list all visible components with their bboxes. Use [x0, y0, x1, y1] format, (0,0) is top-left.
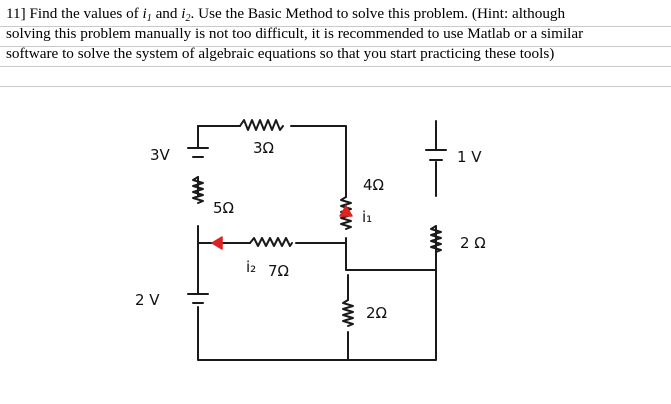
arrow-i2-icon: [211, 236, 223, 250]
circuit-wires: [197, 120, 437, 361]
problem-line-3: software to solve the system of algebrai…: [6, 45, 555, 62]
resistor-7-ohm: [249, 237, 293, 247]
var-letter: i: [181, 5, 186, 22]
resistor-2-ohm-right: [430, 225, 442, 253]
arrow-i1-icon: [339, 205, 353, 217]
divider: [0, 86, 671, 87]
divider: [0, 26, 671, 27]
var-i2: i2: [181, 5, 191, 24]
var-subscript: 2: [185, 13, 191, 24]
resistor-2-ohm-center: [342, 299, 354, 327]
label-r-right: 2 Ω: [460, 234, 486, 252]
label-i1: i₁: [362, 208, 372, 226]
voltage-source-2v: [187, 293, 209, 304]
resistor-5-ohm: [192, 176, 204, 204]
var-letter: i: [142, 5, 147, 22]
label-r-middle: 7Ω: [268, 262, 289, 280]
label-i2: i₂: [246, 258, 256, 276]
problem-statement: 11] Find the values of i1 and i2. Use th…: [6, 4, 666, 64]
var-i1: i1: [142, 5, 152, 24]
voltage-source-3v: [187, 147, 209, 158]
problem-text: and: [151, 5, 182, 22]
divider: [0, 46, 671, 47]
divider: [0, 66, 671, 67]
problem-text: 11] Find the values of: [6, 5, 143, 22]
label-r-center-top: 4Ω: [363, 176, 384, 194]
var-subscript: 1: [146, 13, 152, 24]
problem-text: . Use the Basic Method to solve this pro…: [190, 5, 566, 22]
voltage-source-1v: [425, 149, 447, 161]
problem-line-1: 11] Find the values of i1 and i2. Use th…: [6, 4, 666, 24]
label-2v: 2 V: [135, 291, 160, 309]
label-r-top: 3Ω: [253, 139, 274, 157]
problem-line-2: solving this problem manually is not too…: [6, 25, 584, 42]
label-r-center-bottom: 2Ω: [366, 304, 387, 322]
label-3v: 3V: [150, 146, 171, 164]
resistor-3-ohm: [239, 119, 284, 131]
label-r-left: 5Ω: [213, 199, 234, 217]
label-1v: 1 V: [457, 148, 482, 166]
